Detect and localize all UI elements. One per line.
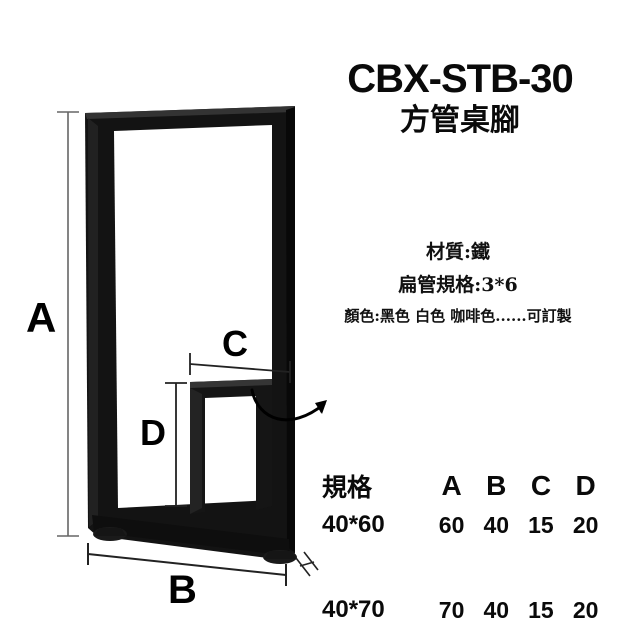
spec-tube: 扁管規格:3*6 — [398, 273, 518, 296]
product-illustration — [57, 106, 327, 586]
row-0-size: 40*60 — [322, 511, 385, 538]
table-header-d: D — [575, 470, 596, 501]
table-header-c: C — [530, 470, 552, 501]
size-table: 規格 A B C D 40*60 60 40 15 20 40*70 70 40… — [318, 468, 608, 620]
dimension-line-b — [87, 543, 319, 586]
row-0-c: 15 — [528, 511, 554, 538]
rotation-arrow — [250, 388, 327, 422]
dimension-label-c: C — [222, 323, 248, 364]
spec-colors: 顏色:黑色 白色 咖啡色......可訂製 — [344, 307, 572, 325]
dimension-label-a: A — [26, 294, 57, 341]
row-1-c: 15 — [528, 596, 554, 620]
table-spacer-row — [318, 546, 608, 590]
inner-bracket — [190, 379, 272, 514]
title-block: CBX-STB-30 方管桌腳 — [300, 58, 620, 140]
row-0-a: 60 — [438, 511, 465, 538]
product-name: 方管桌腳 — [400, 103, 520, 138]
row-0-b: 40 — [483, 511, 510, 538]
dimension-line-a — [57, 111, 79, 537]
spec-material: 材質:鐵 — [425, 241, 490, 263]
right-foot — [263, 550, 297, 564]
dimension-line-d — [165, 382, 187, 507]
row-1-a: 70 — [438, 596, 465, 620]
model-code: CBX-STB-30 — [347, 57, 574, 101]
table-header-b: B — [486, 470, 507, 501]
table-header-size: 規格 — [322, 473, 373, 502]
row-1-d: 20 — [572, 596, 599, 620]
dimension-label-d: D — [140, 412, 166, 453]
outer-frame — [85, 106, 295, 561]
table-header-a: A — [441, 470, 462, 501]
row-0-d: 20 — [572, 511, 599, 538]
table-row: 40*60 60 40 15 20 — [318, 504, 608, 546]
row-1-b: 40 — [483, 596, 510, 620]
table-row: 40*70 70 40 15 20 — [318, 590, 608, 620]
dimension-line-c — [189, 353, 291, 383]
dimension-label-b: B — [168, 568, 197, 612]
table-header-row: 規格 A B C D — [318, 468, 608, 504]
specification-block: 材質:鐵 扁管規格:3*6 顏色:黑色 白色 咖啡色......可訂製 — [296, 238, 620, 328]
left-foot — [93, 527, 127, 541]
row-1-size: 40*70 — [322, 596, 385, 620]
